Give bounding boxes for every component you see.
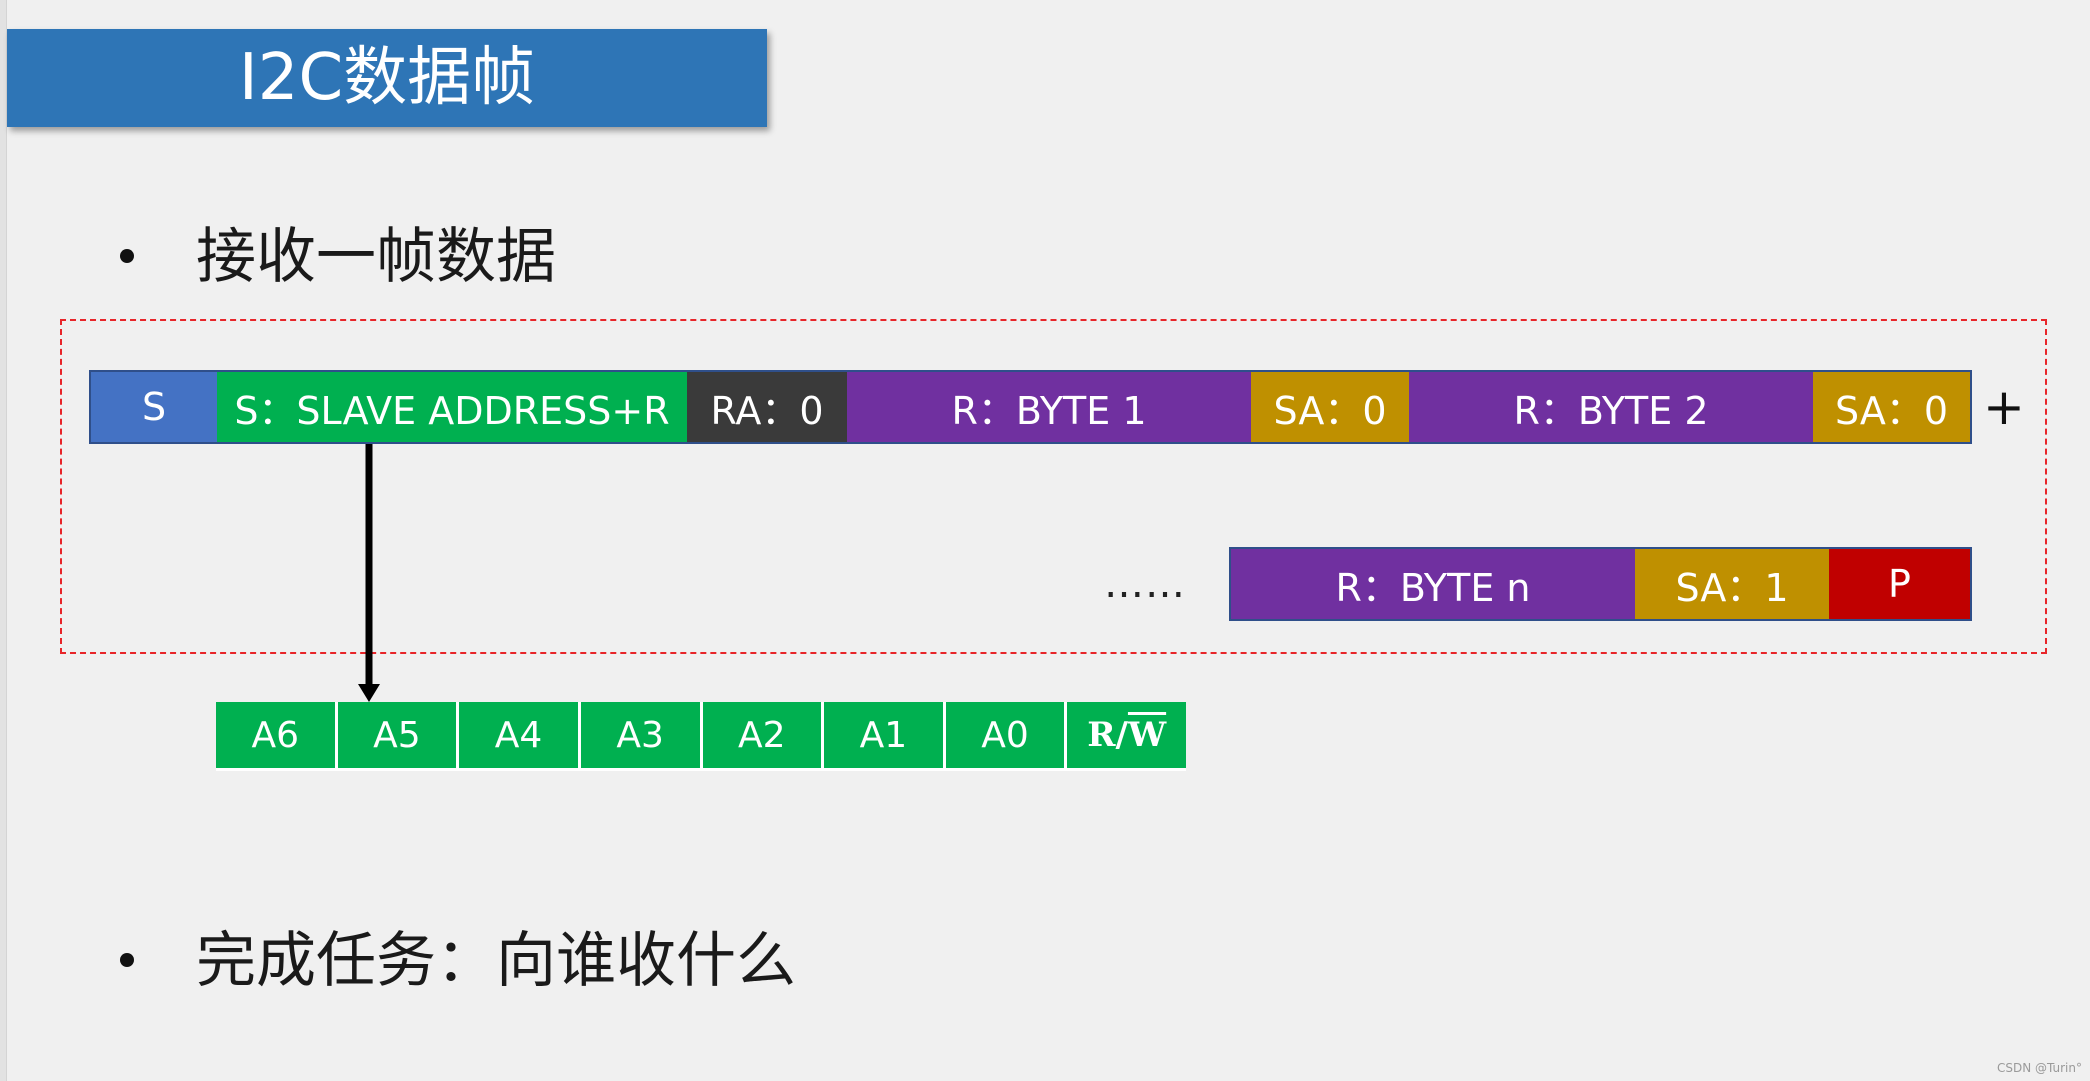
- watermark: CSDN @Turin°: [1996, 1061, 2082, 1075]
- frame-cell-slave-address: S：SLAVE ADDRESS+R: [217, 372, 687, 442]
- address-bit: A1: [824, 702, 946, 768]
- frame-cell-sa-2: SA：0: [1813, 372, 1970, 442]
- frame-cell-start: S: [91, 372, 217, 442]
- frame-cell-sa-1: SA：0: [1251, 372, 1409, 442]
- slide-left-edge: [0, 0, 7, 1081]
- address-bit: A5: [337, 702, 460, 768]
- rw-prefix: R/: [1087, 715, 1128, 755]
- address-bit: A0: [945, 702, 1068, 768]
- address-bit: A2: [702, 702, 825, 768]
- arrow-head-icon: [358, 684, 380, 702]
- bullet-text: 完成任务：向谁收什么: [196, 926, 796, 996]
- ellipsis: ……: [1104, 561, 1186, 607]
- read-write-bit: R/W: [1067, 702, 1186, 768]
- address-bit: A4: [459, 702, 581, 768]
- frame-cell-byte-1: R：BYTE 1: [847, 372, 1251, 442]
- address-bit: A3: [580, 702, 703, 768]
- frame-cell-sa-last: SA：1: [1635, 549, 1829, 619]
- address-bit: A6: [216, 702, 338, 768]
- bullet-dot-icon: [120, 249, 134, 264]
- continuation-plus: +: [1983, 378, 2025, 436]
- frame-cell-stop: P: [1829, 549, 1970, 619]
- rw-overlined: W: [1127, 715, 1167, 755]
- address-bits-row: A6 A5 A4 A3 A2 A1 A0 R/W: [216, 702, 1186, 771]
- frame-dashed-box: [60, 319, 2047, 654]
- frame-row-1: S S：SLAVE ADDRESS+R RA：0 R：BYTE 1 SA：0 R…: [89, 370, 1972, 444]
- frame-cell-ack: RA：0: [687, 372, 847, 442]
- frame-cell-byte-2: R：BYTE 2: [1409, 372, 1813, 442]
- frame-cell-byte-n: R：BYTE n: [1231, 549, 1635, 619]
- bullet-dot-icon: [120, 953, 134, 968]
- frame-row-2: R：BYTE n SA：1 P: [1229, 547, 1972, 621]
- bullet-receive-frame: 接收一帧数据: [120, 217, 556, 297]
- bullet-task: 完成任务：向谁收什么: [120, 921, 796, 1001]
- bullet-text: 接收一帧数据: [196, 222, 556, 292]
- slide-title: I2C数据帧: [7, 29, 767, 127]
